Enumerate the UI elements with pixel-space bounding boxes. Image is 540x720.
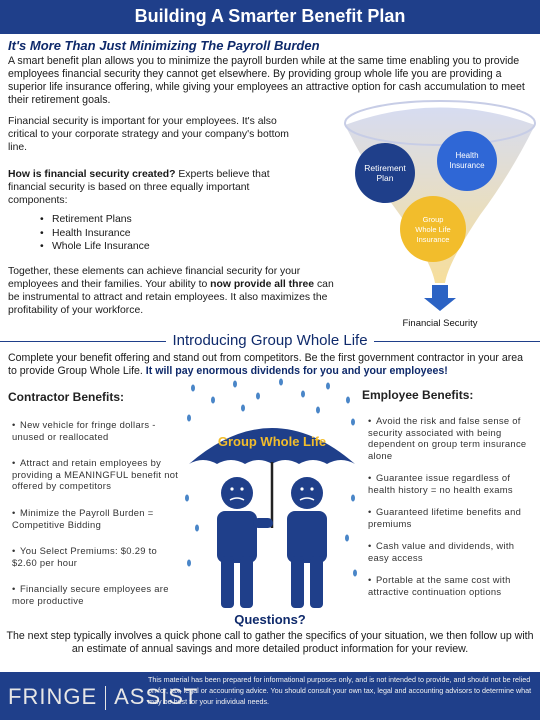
group-life-intro-bold: It will pay enormous dividends for you a…: [145, 365, 448, 377]
together-text-1: Together, these elements can achieve fin…: [8, 266, 301, 290]
group-life-intro: Complete your benefit offering and stand…: [8, 352, 532, 378]
questions-title: Questions?: [234, 612, 306, 627]
security-question: How is financial security created? Exper…: [8, 168, 298, 207]
intro-paragraph: A smart benefit plan allows you to minim…: [8, 55, 525, 106]
retirement-circle: [355, 143, 415, 203]
employee-benefit-5: •Portable at the same cost with attracti…: [368, 574, 511, 597]
group-circle: [400, 196, 466, 262]
components-list: Retirement Plans Health Insurance Whole …: [38, 213, 258, 254]
faces: [229, 497, 315, 501]
security-question-rest: Experts believe that financial security …: [8, 169, 270, 206]
page-title: Building A Smarter Benefit Plan: [134, 6, 406, 26]
umbrella-label: Group Whole Life: [218, 434, 326, 449]
employee-benefit-2: •Guarantee issue regardless of health hi…: [368, 472, 513, 495]
fringe-assist-logo: FRINGE ASSIST: [8, 684, 199, 711]
employee-benefit-1: •Avoid the risk and false sense of secur…: [368, 415, 527, 461]
together-bold: now provide all three: [210, 279, 315, 290]
logo-divider: [105, 686, 107, 711]
funnel-rim: [344, 100, 536, 146]
contractor-heading: Contractor Benefits:: [8, 390, 125, 404]
security-paragraph: Financial security is important for your…: [8, 116, 289, 153]
subtitle: It's More Than Just Minimizing The Payro…: [8, 38, 320, 53]
header-banner: [0, 0, 540, 34]
person-right-icon: [287, 477, 327, 608]
questions-text: The next step typically involves a quick…: [6, 630, 534, 655]
umbrella-canopy: [189, 428, 355, 464]
contractor-benefit-1: •New vehicle for fringe dollars - unused…: [12, 419, 156, 442]
person-left-icon: [217, 477, 273, 608]
rain-drops: [185, 378, 357, 577]
employee-benefit-4: •Cash value and dividends, with easy acc…: [368, 540, 515, 563]
list-item: Whole Life Insurance: [52, 240, 258, 254]
health-circle: [437, 131, 497, 191]
group-life-title: Introducing Group Whole Life: [0, 332, 540, 349]
list-item: Retirement Plans: [52, 213, 258, 227]
down-arrow-icon: [424, 285, 456, 311]
together-text-2: can be instrumental to attract and retai…: [8, 279, 334, 316]
employee-heading: Employee Benefits:: [362, 388, 474, 402]
contractor-benefit-3: •Minimize the Payroll Burden = Competiti…: [12, 507, 154, 530]
footer-bar: [0, 672, 540, 720]
contractor-benefit-4: •You Select Premiums: $0.29 to $2.60 per…: [12, 545, 158, 568]
financial-security-label: Financial Security: [403, 318, 478, 329]
contractor-benefit-2: •Attract and retain employees by providi…: [12, 457, 179, 491]
contractor-benefit-5: •Financially secure employees are more p…: [12, 583, 169, 606]
logo-right: ASSIST: [114, 684, 199, 709]
group-life-intro-text: Complete your benefit offering and stand…: [8, 352, 524, 377]
employee-benefit-3: •Guaranteed lifetime benefits and premiu…: [368, 506, 522, 529]
group-life-title-text: Introducing Group Whole Life: [166, 332, 374, 349]
security-question-bold: How is financial security created?: [8, 169, 176, 180]
umbrella-illustration: Group Whole Life: [185, 378, 357, 608]
logo-left: FRINGE: [8, 684, 98, 709]
list-item: Health Insurance: [52, 227, 258, 241]
disclaimer-text: This material has been prepared for info…: [148, 675, 532, 706]
together-paragraph: Together, these elements can achieve fin…: [8, 265, 338, 317]
